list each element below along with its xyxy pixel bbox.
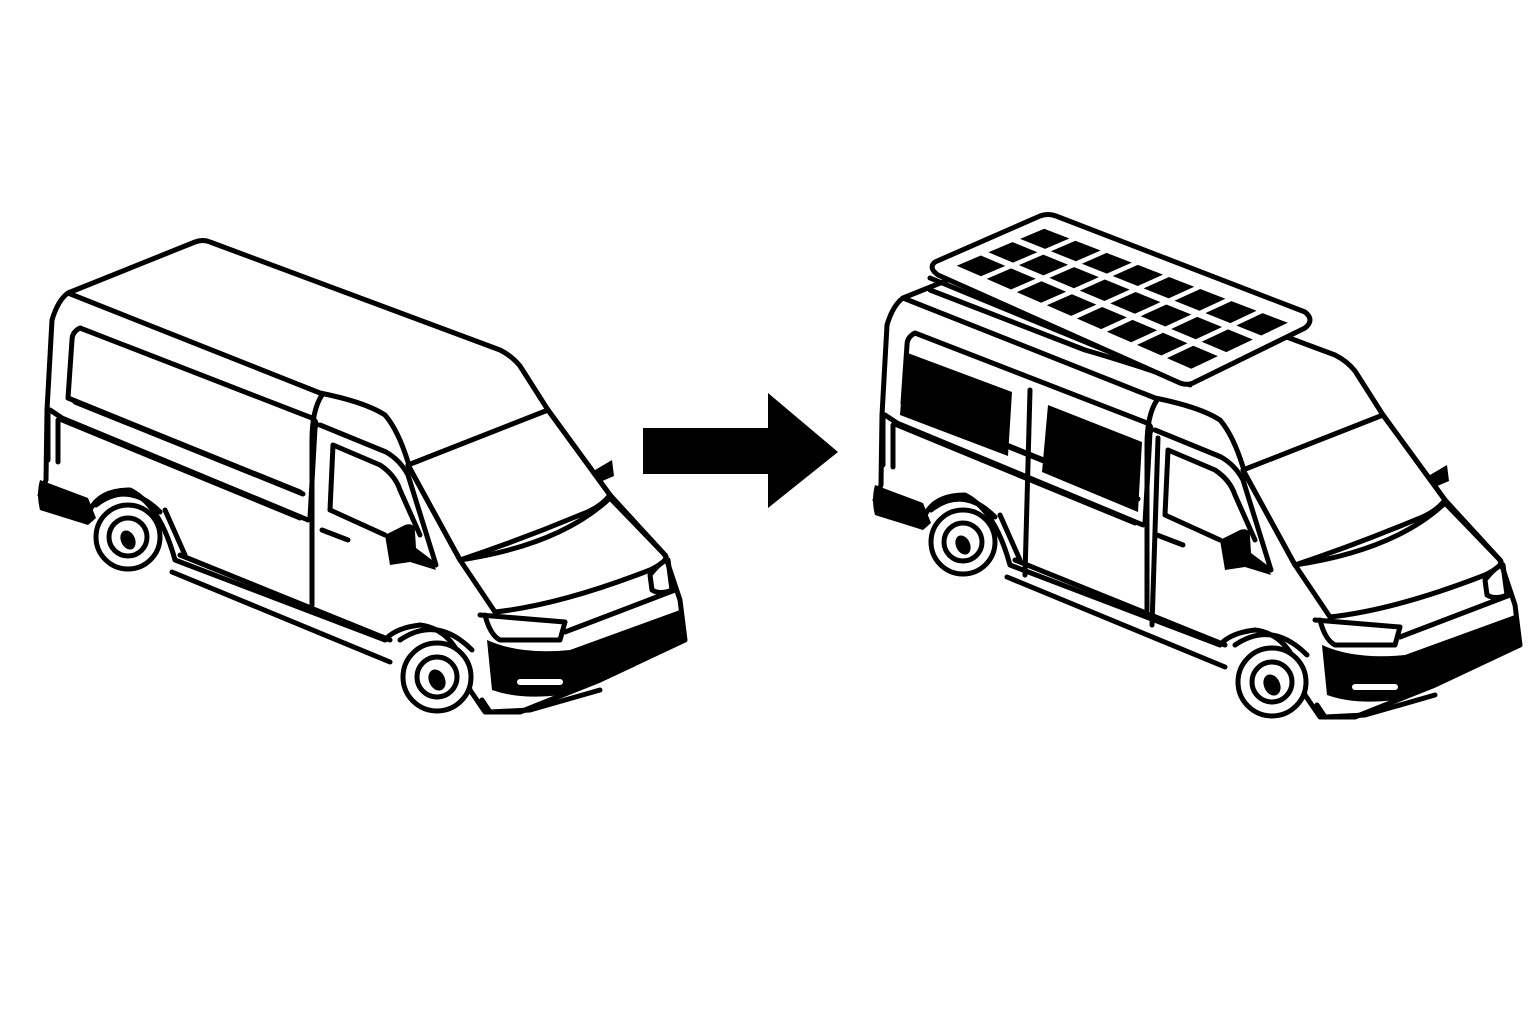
- camper-window-rear: [900, 352, 1012, 456]
- solar-cell: [1016, 281, 1067, 303]
- solar-cell: [1106, 319, 1158, 343]
- solar-cell: [1046, 294, 1097, 316]
- solar-cell: [1076, 307, 1127, 330]
- solar-cell: [1205, 301, 1257, 324]
- solar-cell: [1110, 292, 1161, 314]
- solar-cell: [1167, 345, 1218, 369]
- solar-cell: [1049, 267, 1099, 289]
- arrow-right-icon: [643, 393, 838, 508]
- solar-panel-cells: [956, 228, 1288, 369]
- solar-cell: [1079, 279, 1130, 301]
- solar-cell: [1051, 240, 1101, 262]
- solar-cell: [1018, 254, 1069, 276]
- solar-cell: [1112, 264, 1163, 286]
- solar-cell: [986, 268, 1036, 290]
- van-icon: [38, 241, 685, 713]
- solar-cell: [1020, 228, 1070, 249]
- camper-window-sliding: [1042, 405, 1142, 512]
- solar-cell: [1201, 329, 1253, 353]
- solar-cell: [1236, 313, 1288, 336]
- solar-cell: [1174, 289, 1226, 311]
- solar-cell: [1143, 277, 1195, 299]
- camper-van-with-solar-panel-icon: [873, 212, 1520, 718]
- solar-cell: [956, 255, 1006, 277]
- solar-cell: [988, 242, 1038, 263]
- solar-cell: [1137, 332, 1188, 356]
- solar-cell: [1140, 304, 1192, 327]
- solar-cell: [1171, 316, 1223, 340]
- solar-cell: [1081, 252, 1132, 274]
